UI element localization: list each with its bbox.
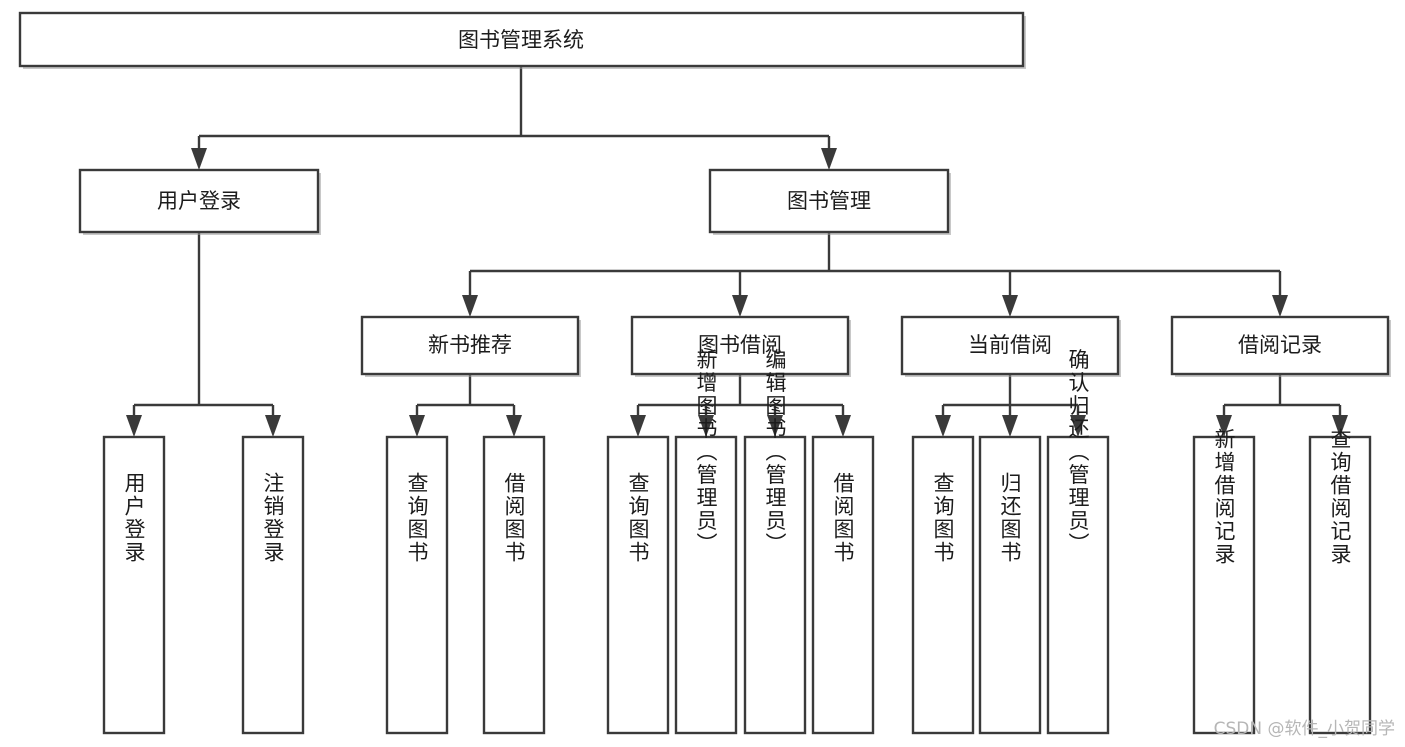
node-root[interactable]: 图书管理系统 [18,11,1026,69]
node-user-login[interactable]: 用户登录 [78,168,321,235]
arrowhead-borrow-record [1272,295,1288,317]
borrow-record-box [1170,315,1390,376]
arrowhead-book-borrow-leaf1 [630,415,646,437]
new-book-box [360,315,580,376]
leaf-node[interactable]: 查询借阅记录 [1308,428,1372,735]
leaf-box-edit-book [743,435,807,735]
new-book-label: 新书推荐 [428,333,512,357]
leaf-box-logout [241,435,305,735]
book-borrow-label: 图书借阅 [698,333,782,357]
connector-group [126,66,1348,437]
leaf-label-edit-book: 编辑图书（管理员） [763,349,787,556]
arrowhead-current-borrow-leaf3 [1070,415,1086,437]
arrowhead-current-borrow-leaf2 [1002,415,1018,437]
leaf-label-query-book-1: 查询图书 [405,472,429,564]
arrowhead-leaf-logout [265,415,281,437]
arrowhead-book-borrow-leaf2 [698,415,714,437]
leaf-box-query-book-3 [911,435,975,735]
arrowhead-current-borrow [1002,295,1018,317]
leaf-label-return-book: 归还图书 [998,472,1022,564]
arrowhead-borrow-record-leaf1 [1216,415,1232,437]
leaf-box-query-book-1 [385,435,449,735]
arrowhead-book-mgmt [821,148,837,170]
leaf-box-query-book-2 [606,435,670,735]
leaf-label-user-login: 用户登录 [122,472,146,564]
leaf-box-user-login [102,435,166,735]
leaf-node[interactable]: 新增图书（管理员） [674,349,738,735]
current-borrow-label: 当前借阅 [968,333,1052,357]
leaf-label-query-record: 查询借阅记录 [1328,428,1352,566]
node-book-borrow[interactable]: 图书借阅 [630,315,851,377]
arrowhead-user-login [191,148,207,170]
leaf-node[interactable]: 借阅图书 [482,435,546,735]
leaf-node[interactable]: 查询图书 [606,435,670,735]
root-label: 图书管理系统 [458,28,584,52]
leaf-box-return-book [978,435,1042,735]
leaf-box-add-record [1192,435,1256,735]
book-management-box [708,168,950,234]
arrowhead-book-borrow-leaf4 [835,415,851,437]
arrowhead-new-book [462,295,478,317]
leaf-node[interactable]: 查询图书 [911,435,975,735]
leaf-node[interactable]: 编辑图书（管理员） [743,349,807,735]
leaf-node[interactable]: 用户登录 [102,435,166,735]
leaf-label-query-book-2: 查询图书 [626,472,650,564]
user-login-box [78,168,320,234]
leaf-node[interactable]: 查询图书 [385,435,449,735]
root-box [18,11,1025,68]
leaf-box-borrow-book-2 [811,435,875,735]
arrowhead-leaf-user-login [126,415,142,437]
borrow-record-label: 借阅记录 [1238,333,1322,357]
arrowhead-new-book-leaf2 [506,415,522,437]
leaf-label-logout: 注销登录 [261,472,285,564]
arrowhead-book-borrow [732,295,748,317]
leaf-label-confirm-return: 确认归还（管理员） [1066,349,1090,556]
leaf-label-query-book-3: 查询图书 [931,472,955,564]
leaf-node[interactable]: 归还图书 [978,435,1042,735]
arrowhead-new-book-leaf1 [409,415,425,437]
arrowhead-current-borrow-leaf1 [935,415,951,437]
arrowhead-book-borrow-leaf3 [767,415,783,437]
leaf-box-borrow-book-1 [482,435,546,735]
book-borrow-box [630,315,850,376]
arrowhead-borrow-record-leaf2 [1332,415,1348,437]
leaf-box-query-record [1308,435,1372,735]
current-borrow-box [900,315,1120,376]
node-current-borrow[interactable]: 当前借阅 [900,315,1121,377]
leaf-node[interactable]: 注销登录 [241,435,305,735]
leaf-node[interactable]: 确认归还（管理员） [1046,349,1110,735]
node-borrow-record[interactable]: 借阅记录 [1170,315,1391,377]
leaf-label-add-book: 新增图书（管理员） [694,349,718,556]
leaf-box-confirm-return [1046,435,1110,735]
leaf-label-borrow-book-1: 借阅图书 [502,472,526,564]
leaf-label-borrow-book-2: 借阅图书 [831,472,855,564]
leaf-node[interactable]: 新增借阅记录 [1192,428,1256,735]
leaf-box-add-book [674,435,738,735]
user-login-label: 用户登录 [157,189,241,213]
book-management-label: 图书管理 [787,189,871,213]
node-book-management[interactable]: 图书管理 [708,168,951,235]
leaf-label-add-record: 新增借阅记录 [1212,428,1236,566]
node-new-book-recommend[interactable]: 新书推荐 [360,315,581,377]
leaf-node[interactable]: 借阅图书 [811,435,875,735]
